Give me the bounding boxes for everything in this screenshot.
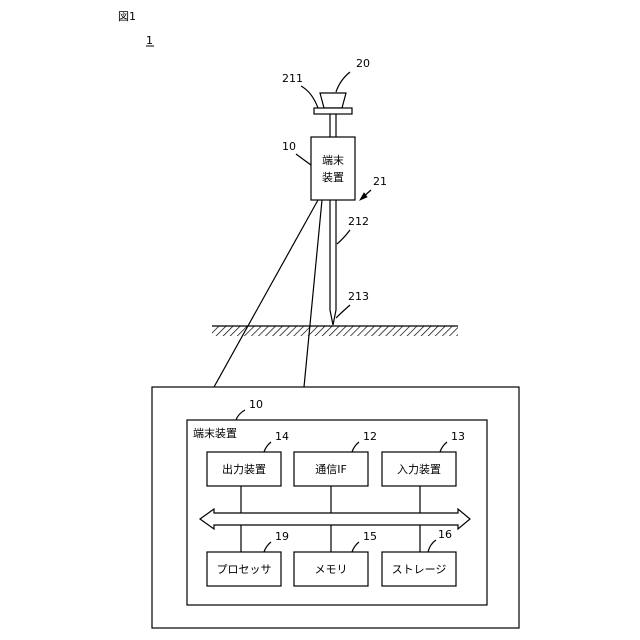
ground-hatching [212, 326, 458, 336]
ref-12: 12 [363, 430, 377, 443]
zoom-line-right [304, 200, 322, 387]
ref-211: 211 [282, 72, 303, 85]
block-processor-label: プロセッサ [217, 563, 272, 576]
block-input-label: 入力装置 [397, 463, 441, 476]
device-head [320, 93, 346, 108]
top-device [314, 93, 352, 137]
figure-number: 1 [146, 34, 153, 47]
leader-10-top [296, 154, 311, 165]
ref-19: 19 [275, 530, 289, 543]
leader-211 [301, 86, 318, 108]
ref-10-top: 10 [282, 140, 296, 153]
ref-10-box: 10 [249, 398, 263, 411]
leader-213 [336, 305, 350, 318]
block-output-label: 出力装置 [222, 462, 266, 476]
terminal-label-line1: 端末 [322, 153, 344, 167]
ref-16: 16 [438, 528, 452, 541]
ref-20: 20 [356, 57, 370, 70]
ref-21: 21 [373, 175, 387, 188]
ref-15: 15 [363, 530, 377, 543]
detail-title: 端末装置 [193, 426, 237, 440]
figure-title: 図1 [118, 10, 136, 23]
block-comm-label: 通信IF [315, 463, 347, 476]
ref-212: 212 [348, 215, 369, 228]
device-plate [314, 108, 352, 114]
probe-tip [330, 310, 336, 325]
ref-14: 14 [275, 430, 289, 443]
leader-20 [336, 72, 350, 92]
ref-13: 13 [451, 430, 465, 443]
zoom-line-left [214, 200, 318, 387]
terminal-label-line2: 装置 [322, 171, 344, 184]
block-storage-label: ストレージ [392, 563, 447, 576]
block-memory-label: メモリ [315, 563, 348, 576]
ref-213: 213 [348, 290, 369, 303]
leader-212 [337, 230, 350, 244]
terminal-device-box [311, 137, 355, 200]
